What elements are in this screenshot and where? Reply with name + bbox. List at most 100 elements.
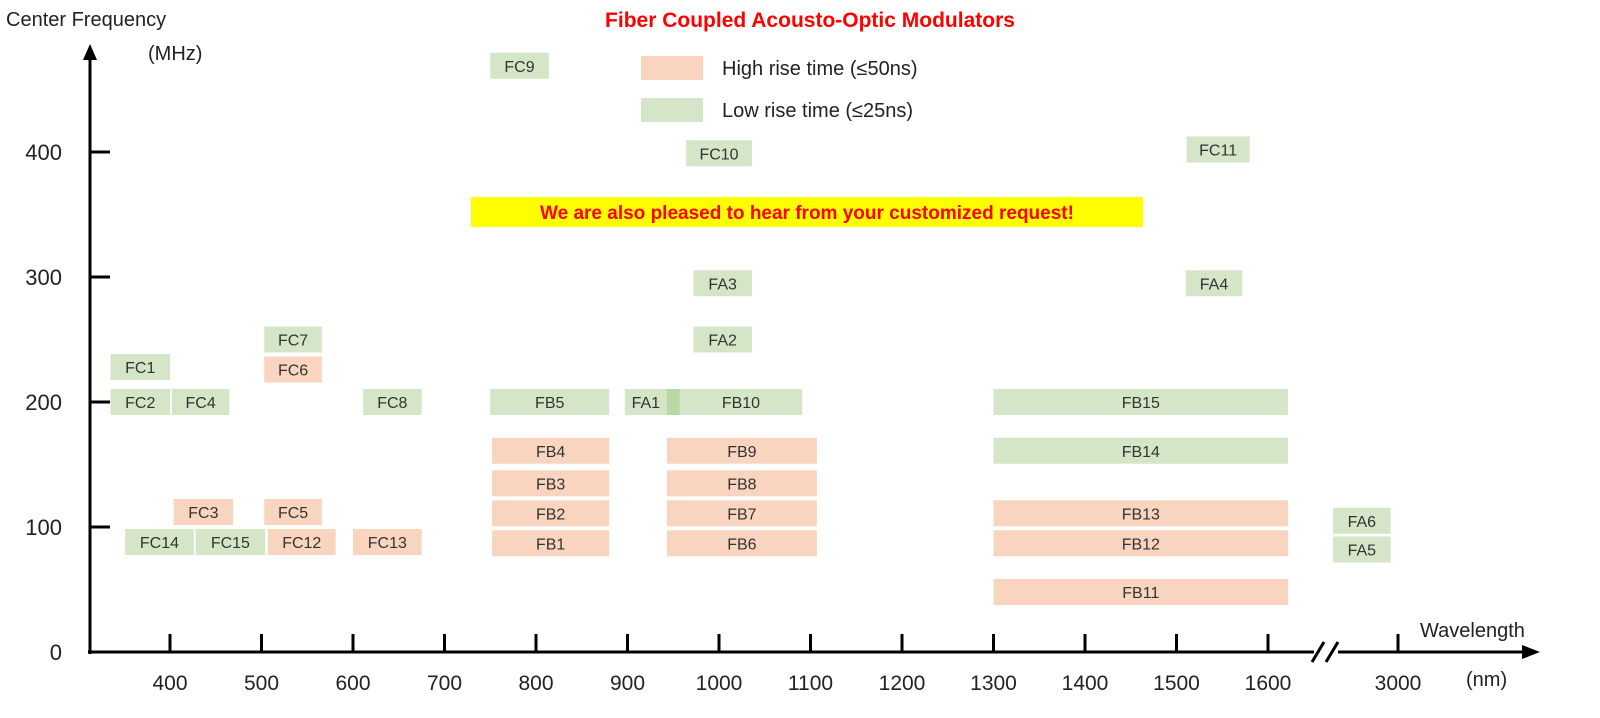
bar-label-fc11: FC11	[1199, 143, 1237, 160]
bar-label-fb3: FB3	[536, 476, 565, 493]
bar-fb2	[492, 500, 610, 527]
bar-label-fc9: FC9	[504, 59, 534, 76]
bar-label-fc7: FC7	[278, 333, 308, 350]
y-tick-label: 100	[25, 515, 62, 540]
bar-label-fb8: FB8	[727, 476, 756, 493]
bar-fb14	[993, 437, 1289, 464]
bar-fc10	[686, 140, 752, 167]
bar-fc7	[264, 326, 322, 353]
bar-fc6	[264, 356, 322, 383]
bar-fc14	[125, 529, 194, 555]
y-axis-unit: (MHz)	[148, 43, 202, 65]
bar-label-fb1: FB1	[536, 536, 565, 553]
bar-label-fa2: FA2	[708, 333, 737, 350]
bar-label-fb4: FB4	[536, 444, 565, 461]
y-tick-label: 200	[25, 390, 62, 415]
x-tick-label: 1200	[879, 672, 926, 695]
bar-label-fc14: FC14	[140, 535, 179, 552]
bar-fc1	[110, 354, 170, 380]
bar-fa2	[693, 326, 752, 353]
bar-fc5	[264, 499, 322, 525]
x-axis-label: Wavelength	[1420, 620, 1525, 642]
bar-fa6	[1333, 507, 1391, 534]
bar-label-fb12: FB12	[1122, 536, 1160, 553]
bar-label-fa1: FA1	[632, 395, 661, 412]
bar-fb8	[666, 470, 817, 497]
y-tick-label: 0	[50, 640, 62, 665]
bar-fb5	[490, 389, 610, 415]
bar-fc3	[173, 499, 234, 525]
bar-fc15	[195, 529, 266, 555]
bar-label-fc8: FC8	[377, 395, 407, 412]
bar-label-fb2: FB2	[536, 506, 565, 523]
bar-label-fb10: FB10	[722, 395, 760, 412]
x-tick-label: 800	[518, 672, 553, 695]
banner-text: We are also pleased to hear from your cu…	[540, 203, 1074, 224]
bar-label-fa6: FA6	[1348, 514, 1377, 531]
bar-label-fa4: FA4	[1200, 276, 1229, 293]
x-tick-label: 1400	[1062, 672, 1109, 695]
bar-label-fc5: FC5	[278, 505, 308, 522]
bar-fa3	[693, 270, 752, 297]
axis-break-mark	[1310, 641, 1326, 663]
y-tick-label: 400	[25, 140, 62, 165]
bar-fc4	[171, 389, 230, 415]
bar-fb13	[993, 500, 1289, 527]
bar-fc2	[110, 389, 170, 415]
bar-fa5	[1333, 536, 1391, 563]
y-tick-label: 300	[25, 265, 62, 290]
x-tick-label: 400	[152, 672, 187, 695]
bar-label-fb14: FB14	[1122, 444, 1160, 461]
legend-swatch-low	[641, 98, 703, 122]
bar-label-fc13: FC13	[368, 535, 407, 552]
bar-label-fb15: FB15	[1122, 395, 1160, 412]
bar-label-fc6: FC6	[278, 363, 308, 380]
bar-fa4	[1185, 270, 1243, 297]
bar-fc13	[353, 529, 422, 555]
bar-overlap-fa1-fb10	[666, 389, 680, 415]
x-axis-arrow-icon	[1522, 645, 1540, 659]
x-tick-label: 1100	[788, 672, 833, 695]
x-tick-label: 3000	[1375, 672, 1422, 695]
legend-label-high: High rise time (≤50ns)	[722, 58, 917, 80]
bar-label-fc12: FC12	[282, 535, 321, 552]
x-tick-label: 1300	[970, 672, 1017, 695]
bar-fb4	[492, 437, 610, 464]
y-axis-arrow-icon	[83, 44, 97, 60]
bar-label-fc4: FC4	[186, 395, 216, 412]
bar-fb9	[666, 437, 817, 464]
bar-fb11	[993, 579, 1289, 605]
bar-fb1	[492, 530, 610, 557]
bar-fb15	[993, 389, 1289, 415]
bar-fb7	[666, 500, 817, 527]
x-tick-label: 600	[335, 672, 370, 695]
bar-fc8	[363, 389, 422, 415]
bar-fb3	[492, 470, 610, 497]
bar-label-fc3: FC3	[188, 505, 218, 522]
legend-label-low: Low rise time (≤25ns)	[722, 100, 913, 122]
x-tick-label: 500	[244, 672, 279, 695]
bar-label-fa5: FA5	[1348, 543, 1377, 560]
axis-break-mark	[1324, 641, 1340, 663]
bar-fc11	[1186, 136, 1250, 163]
bar-label-fb13: FB13	[1122, 506, 1160, 523]
x-tick-label: 1500	[1153, 672, 1200, 695]
axis-break-gap	[1314, 648, 1338, 656]
bar-label-fc1: FC1	[125, 360, 155, 377]
x-tick-label: 700	[427, 672, 462, 695]
bar-fc9	[490, 52, 549, 79]
chart-title: Fiber Coupled Acousto-Optic Modulators	[605, 9, 1015, 32]
banner-background	[471, 197, 1143, 227]
bar-label-fc2: FC2	[125, 395, 155, 412]
bar-label-fb6: FB6	[727, 536, 756, 553]
y-axis-label: Center Frequency	[6, 9, 166, 31]
bar-fb12	[993, 530, 1289, 557]
bar-label-fc15: FC15	[211, 535, 250, 552]
bar-label-fb11: FB11	[1122, 585, 1159, 602]
bar-fb6	[666, 530, 817, 557]
legend-swatch-high	[641, 56, 703, 80]
x-axis-unit: (nm)	[1466, 669, 1507, 691]
x-tick-label: 1600	[1245, 672, 1292, 695]
